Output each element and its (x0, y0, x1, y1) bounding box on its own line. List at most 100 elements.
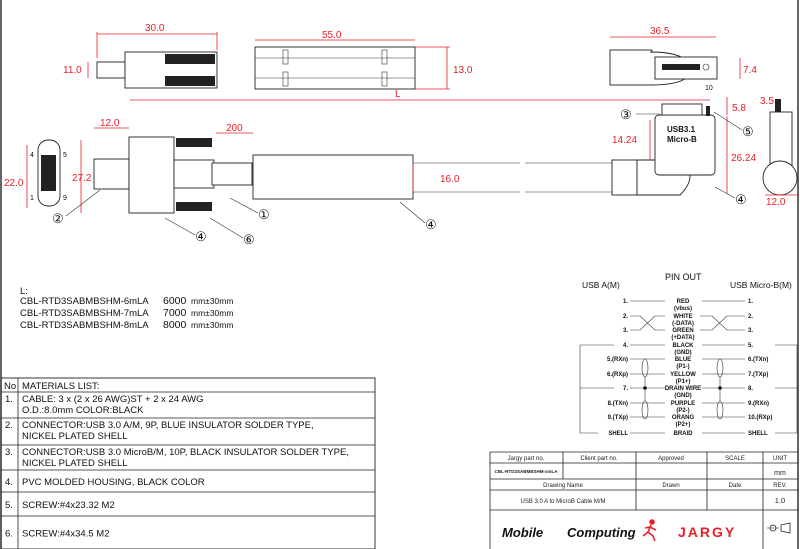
materials-header: MATERIALS LIST: (22, 381, 99, 392)
callout-4b: ④ (425, 217, 437, 232)
pinout-row: 8.(TXn)PURPLE(P2-)9.(RXn) (608, 401, 769, 414)
dim-22: 22.0 (4, 178, 24, 189)
wire-signal: (P2-) (676, 408, 689, 414)
wire-signal: (GND) (674, 350, 691, 356)
callout-1: ① (258, 207, 270, 222)
length-value: 6000 (163, 295, 187, 307)
dim-13: 13.0 (453, 65, 473, 76)
wire-color: DRAIN WIRE (665, 386, 701, 392)
length-tolerance: mm±30mm (191, 308, 233, 318)
pin-right: 3. (748, 328, 753, 334)
housing-top-view: 55.0 13.0 (254, 30, 473, 90)
logo-computing: Computing (567, 525, 636, 540)
approved-label: Approved (658, 456, 684, 462)
scale-label: SCALE (725, 456, 745, 462)
company-logos: Mobile Computing JARGY (502, 519, 791, 542)
dim-3-5: 3.5 (760, 96, 774, 107)
material-line: O.D.:8.0mm COLOR:BLACK (22, 405, 144, 416)
wire-color: RED (677, 299, 690, 305)
length-value: 8000 (163, 319, 187, 331)
pin-right: 2. (748, 314, 753, 320)
main-cable-view: 4 5 1 9 22.0 27.2 12.0 200 16.0 USB3.1 M… (4, 96, 798, 247)
pin-1-label: 1 (30, 195, 34, 202)
drawing-name-label: Drawing Name (543, 483, 583, 489)
material-line: CABLE: 3 x (2 x 26 AWG)ST + 2 x 24 AWG (22, 394, 204, 405)
callout-6: ⑥ (243, 232, 255, 247)
wire-color: ORANG (672, 415, 695, 421)
pin-left: 8.(TXn) (608, 401, 628, 407)
unit-value: mm (774, 470, 786, 477)
wire-signal: (P1-) (676, 364, 689, 370)
callout-4a: ④ (195, 229, 207, 244)
usb-a-top-view: 30.0 11.0 (63, 23, 218, 89)
dim-26-24: 26.24 (731, 153, 756, 164)
pinout-row: 5.(RXn)BLUE(P1-)6.(TXn) (607, 357, 768, 370)
length-title: L: (20, 286, 28, 297)
dim-12-end: 12.0 (766, 197, 786, 208)
jargy-part-value: CBL-RTD3SABMBSHM-xmLA (495, 469, 559, 474)
callout-5: ⑤ (742, 124, 754, 139)
dim-200: 200 (226, 123, 243, 134)
wire-color: BRAID (674, 431, 694, 437)
twisted-pair-wire (700, 315, 745, 331)
pinout-left-title: USB A(M) (582, 280, 620, 290)
pin-right: 1. (748, 299, 753, 305)
unit-label: UNIT (773, 456, 787, 462)
pin-right: 9.(RXn) (748, 401, 769, 407)
material-line: NICKEL PLATED SHELL (22, 458, 128, 469)
pin-right: 7.(TXp) (748, 372, 768, 378)
wire-color: WHITE (673, 314, 692, 320)
twisted-pair-wire (630, 315, 665, 331)
pinout-right-title: USB Micro-B(M) (730, 280, 792, 290)
pinout-row: 3. GREEN(+DATA) 3. (623, 315, 753, 341)
pin-left: 5.(RXn) (607, 357, 628, 363)
wire-color: GREEN (672, 328, 693, 334)
dim-16: 16.0 (440, 174, 460, 185)
dim-55: 55.0 (322, 30, 342, 41)
pin-9-label: 9 (63, 195, 67, 202)
pin-left: 7. (623, 386, 628, 392)
pin-4-label: 4 (30, 152, 34, 159)
length-table: L: CBL-RTD3SABMBSHM-6mLA 6000 mm±30mm CB… (20, 286, 233, 331)
material-number: 3. (5, 447, 13, 458)
material-line: SCREW:#4x23.32 M2 (22, 500, 115, 511)
material-line: CONNECTOR:USB 3.0 MicroB/M, 10P, BLACK I… (22, 447, 349, 458)
material-number: 2. (5, 420, 13, 431)
drawing-name-value: USB 3.0 A to MicroB Cable M/M (520, 499, 605, 505)
material-number: 6. (5, 529, 13, 540)
material-number: 1. (5, 394, 13, 405)
pin-right: 8. (748, 386, 753, 392)
wire-signal: (GND) (674, 393, 691, 399)
logo-jargy: JARGY (678, 524, 736, 540)
length-value: 7000 (163, 307, 187, 319)
pinout-row: 7. DRAIN WIRE(GND) 8. (623, 386, 753, 399)
pinout-diagram: PIN OUT USB A(M) USB Micro-B(M) 1.RED(vb… (579, 272, 798, 437)
dim-14-24: 14.24 (612, 135, 637, 146)
pin-left: 6.(RXp) (607, 372, 628, 378)
dim-5-8: 5.8 (732, 103, 746, 114)
wire-color: BLUE (675, 357, 691, 363)
materials-header-no: No (4, 381, 16, 392)
logo-mobile: Mobile (502, 525, 543, 540)
dim-30: 30.0 (145, 23, 165, 34)
date-label: Date (729, 483, 742, 489)
wire-signal: (+DATA) (671, 335, 694, 341)
usb31-label: USB3.1 (667, 125, 696, 134)
pin-left: 3. (623, 328, 628, 334)
wire-color: BLACK (673, 343, 695, 349)
material-line: NICKEL PLATED SHELL (22, 431, 128, 442)
material-line: CONNECTOR:USB 3.0 A/M, 9P, BLUE INSULATO… (22, 420, 314, 431)
materials-list (0, 377, 376, 549)
material-line: PVC MOLDED HOUSING, BLACK COLOR (22, 477, 205, 488)
pin-right: SHELL (748, 431, 768, 437)
wire-signal: (P1+) (676, 379, 691, 385)
pin-right: 5. (748, 343, 753, 349)
callout-4c: ④ (735, 192, 747, 207)
dim-12: 12.0 (100, 118, 120, 129)
pin-5-label: 5 (63, 152, 67, 159)
wire-signal: (P2+) (676, 422, 691, 428)
pin-right: 10.(RXp) (748, 415, 772, 421)
wire-signal: (-DATA) (672, 321, 694, 327)
